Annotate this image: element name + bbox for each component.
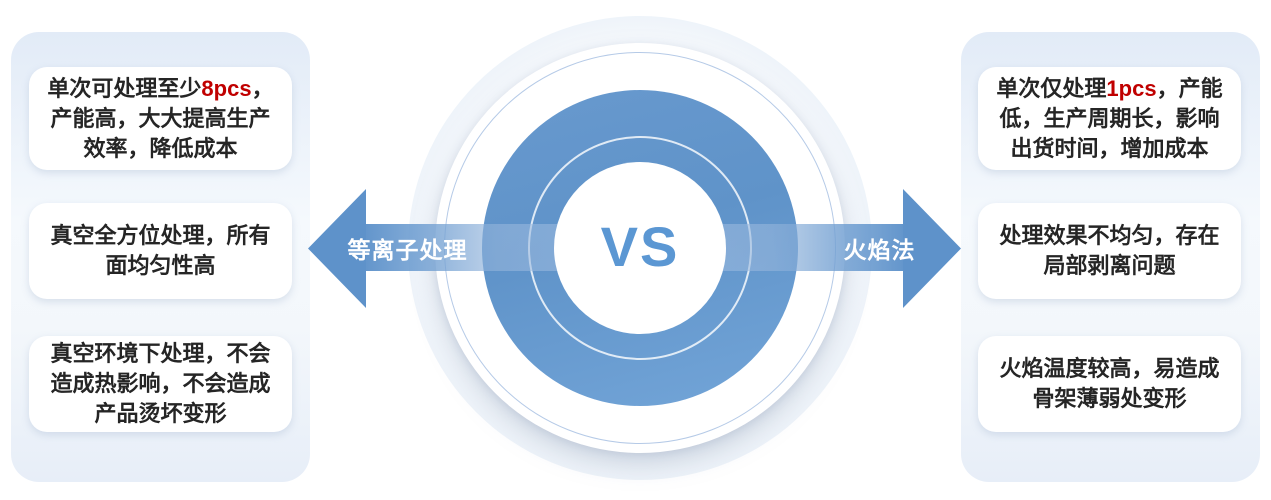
right-panel: 单次仅处理1pcs，产能低，生产周期长，影响出货时间，增加成本 处理效果不均匀，…	[961, 32, 1260, 482]
left-card-1: 单次可处理至少8pcs，产能高，大大提高生产效率，降低成本	[29, 67, 292, 170]
right-arrow-label: 火焰法	[843, 237, 916, 263]
left-card-1-text: 单次可处理至少8pcs，产能高，大大提高生产效率，降低成本	[47, 75, 274, 161]
inner-white-disc	[554, 162, 726, 334]
highlight-value: 8pcs	[201, 75, 252, 101]
left-card-3-text: 真空环境下处理，不会造成热影响，不会造成产品烫坏变形	[50, 341, 271, 426]
vs-label: VS	[600, 214, 680, 278]
right-card-3-text: 火焰温度较高，易造成骨架薄弱处变形	[999, 356, 1220, 411]
left-panel: 单次可处理至少8pcs，产能高，大大提高生产效率，降低成本 真空全方位处理，所有…	[11, 32, 310, 482]
left-card-3: 真空环境下处理，不会造成热影响，不会造成产品烫坏变形	[29, 336, 292, 432]
right-card-3: 火焰温度较高，易造成骨架薄弱处变形	[978, 336, 1241, 432]
left-arrow-label: 等离子处理	[347, 237, 468, 263]
highlight-value: 1pcs	[1106, 75, 1157, 101]
right-card-2: 处理效果不均匀，存在局部剥离问题	[978, 203, 1241, 299]
right-card-2-text: 处理效果不均匀，存在局部剥离问题	[999, 223, 1220, 278]
left-card-2: 真空全方位处理，所有面均匀性高	[29, 203, 292, 299]
left-card-2-text: 真空全方位处理，所有面均匀性高	[50, 223, 271, 278]
right-card-1: 单次仅处理1pcs，产能低，生产周期长，影响出货时间，增加成本	[978, 67, 1241, 170]
right-card-1-text: 单次仅处理1pcs，产能低，生产周期长，影响出货时间，增加成本	[996, 75, 1223, 161]
